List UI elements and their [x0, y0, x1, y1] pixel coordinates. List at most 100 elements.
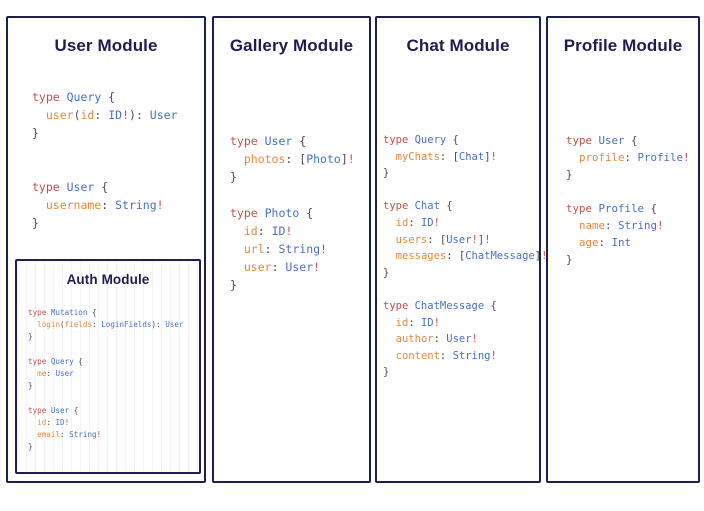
code-token: Profile — [637, 151, 684, 164]
code-token: profile — [579, 151, 625, 164]
code-token: ! — [313, 260, 321, 274]
code-line: } — [230, 168, 355, 186]
code-line: } — [566, 166, 690, 183]
code-token — [230, 260, 244, 274]
code-token — [383, 250, 396, 262]
code-token: ID — [420, 216, 434, 229]
code-token: url — [243, 242, 265, 256]
code-token: ! — [122, 108, 130, 122]
code-token: String — [278, 242, 321, 256]
code-token: { — [292, 134, 307, 148]
code-line: type Chat { — [383, 198, 547, 215]
code-line: } — [383, 265, 547, 282]
code-token: : — [257, 224, 272, 238]
code-line: } — [383, 165, 547, 182]
card-title-user-module: User Module — [54, 36, 158, 55]
code-token: : — [92, 320, 102, 330]
code-token: type — [566, 202, 599, 215]
code-token: ! — [64, 417, 70, 427]
card-title-auth-module: Auth Module — [66, 272, 150, 287]
code-token: ( — [73, 108, 81, 122]
code-token: { — [73, 356, 83, 366]
code-token: : [ — [427, 233, 447, 246]
code-token: ! — [433, 316, 440, 329]
code-line: type Query { — [28, 356, 184, 368]
code-token: Mutation — [50, 308, 88, 317]
code-token: : — [408, 216, 421, 229]
code-token: : — [264, 242, 279, 256]
code-token: User — [446, 333, 472, 346]
code-token: String — [115, 198, 157, 212]
code-token: ( — [60, 320, 65, 330]
code-token: Chat — [458, 150, 485, 163]
code-token: : [ — [285, 152, 307, 166]
code-line — [230, 186, 355, 204]
code-token: { — [101, 90, 116, 104]
code-token: Query — [66, 90, 102, 104]
code-line: type User { — [28, 405, 184, 417]
code-token — [566, 219, 579, 232]
code-token: type — [28, 356, 51, 366]
code-token: me — [37, 369, 47, 379]
card-user-module[interactable]: User Module type Query { user(id: ID!): … — [6, 16, 206, 483]
code-token: User — [55, 369, 74, 379]
code-token: } — [230, 278, 237, 292]
code-token: { — [87, 308, 97, 317]
code-line: id: ID! — [383, 215, 547, 232]
code-token: id — [80, 108, 95, 122]
code-token: ! — [285, 224, 293, 238]
code-token: Photo — [306, 152, 341, 166]
code-token: ): — [129, 108, 150, 122]
code-token: users — [395, 233, 428, 246]
code-token — [230, 152, 244, 166]
code-line: } — [230, 276, 355, 294]
card-auth-module[interactable]: Auth Module type Mutation { login(fields… — [15, 259, 201, 474]
code-token: ] — [477, 233, 485, 246]
code-line: } — [32, 124, 178, 142]
code-line: } — [32, 214, 178, 232]
code-token: ! — [484, 233, 491, 246]
code-line: } — [566, 251, 690, 268]
code-token — [28, 320, 37, 329]
code-token: ] — [340, 152, 348, 166]
code-token: user — [243, 260, 272, 274]
code-token: type — [32, 90, 67, 104]
code-token: : — [439, 349, 453, 362]
code-token: } — [230, 170, 237, 184]
code-token: type — [383, 134, 415, 146]
code-token: type — [383, 200, 415, 213]
code-line: users: [User!]! — [383, 232, 547, 249]
code-token: ID — [271, 224, 286, 238]
code-token: type — [32, 180, 67, 194]
code-token: : — [271, 260, 286, 274]
code-token: : — [46, 417, 56, 427]
card-profile-module[interactable]: Profile Module type User { profile: Prof… — [546, 16, 700, 483]
code-line: messages: [ChatMessage]! — [383, 248, 548, 265]
code-token: fields — [64, 320, 93, 330]
code-token: User — [165, 320, 184, 330]
code-line: login(fields: LoginFields): User — [28, 319, 184, 331]
code-token: User — [264, 134, 293, 148]
card-chat-module[interactable]: Chat Module type Query { myChats: [Chat]… — [375, 16, 547, 483]
code-token: ! — [657, 219, 664, 232]
code-token: ChatMessage — [414, 299, 485, 312]
code-token: ChatMessage — [465, 250, 535, 263]
code-token: { — [94, 180, 109, 194]
code-token — [383, 350, 396, 362]
code-token: : — [101, 198, 116, 212]
code-token: { — [644, 202, 658, 215]
code-token: String — [618, 219, 658, 232]
code-token: login — [37, 320, 61, 330]
code-token: : — [605, 219, 619, 232]
code-token — [383, 317, 396, 329]
card-gallery-module[interactable]: Gallery Module type User { photos: [Phot… — [212, 16, 371, 483]
code-token: User — [446, 233, 472, 246]
code-token: id — [395, 216, 409, 229]
card-title-chat-module: Chat Module — [406, 36, 510, 55]
code-token: Photo — [264, 206, 300, 220]
code-line — [566, 183, 690, 200]
code-token — [566, 151, 579, 164]
code-token: : — [433, 333, 447, 346]
code-token: User — [50, 405, 70, 415]
code-line: user: User! — [230, 258, 355, 276]
